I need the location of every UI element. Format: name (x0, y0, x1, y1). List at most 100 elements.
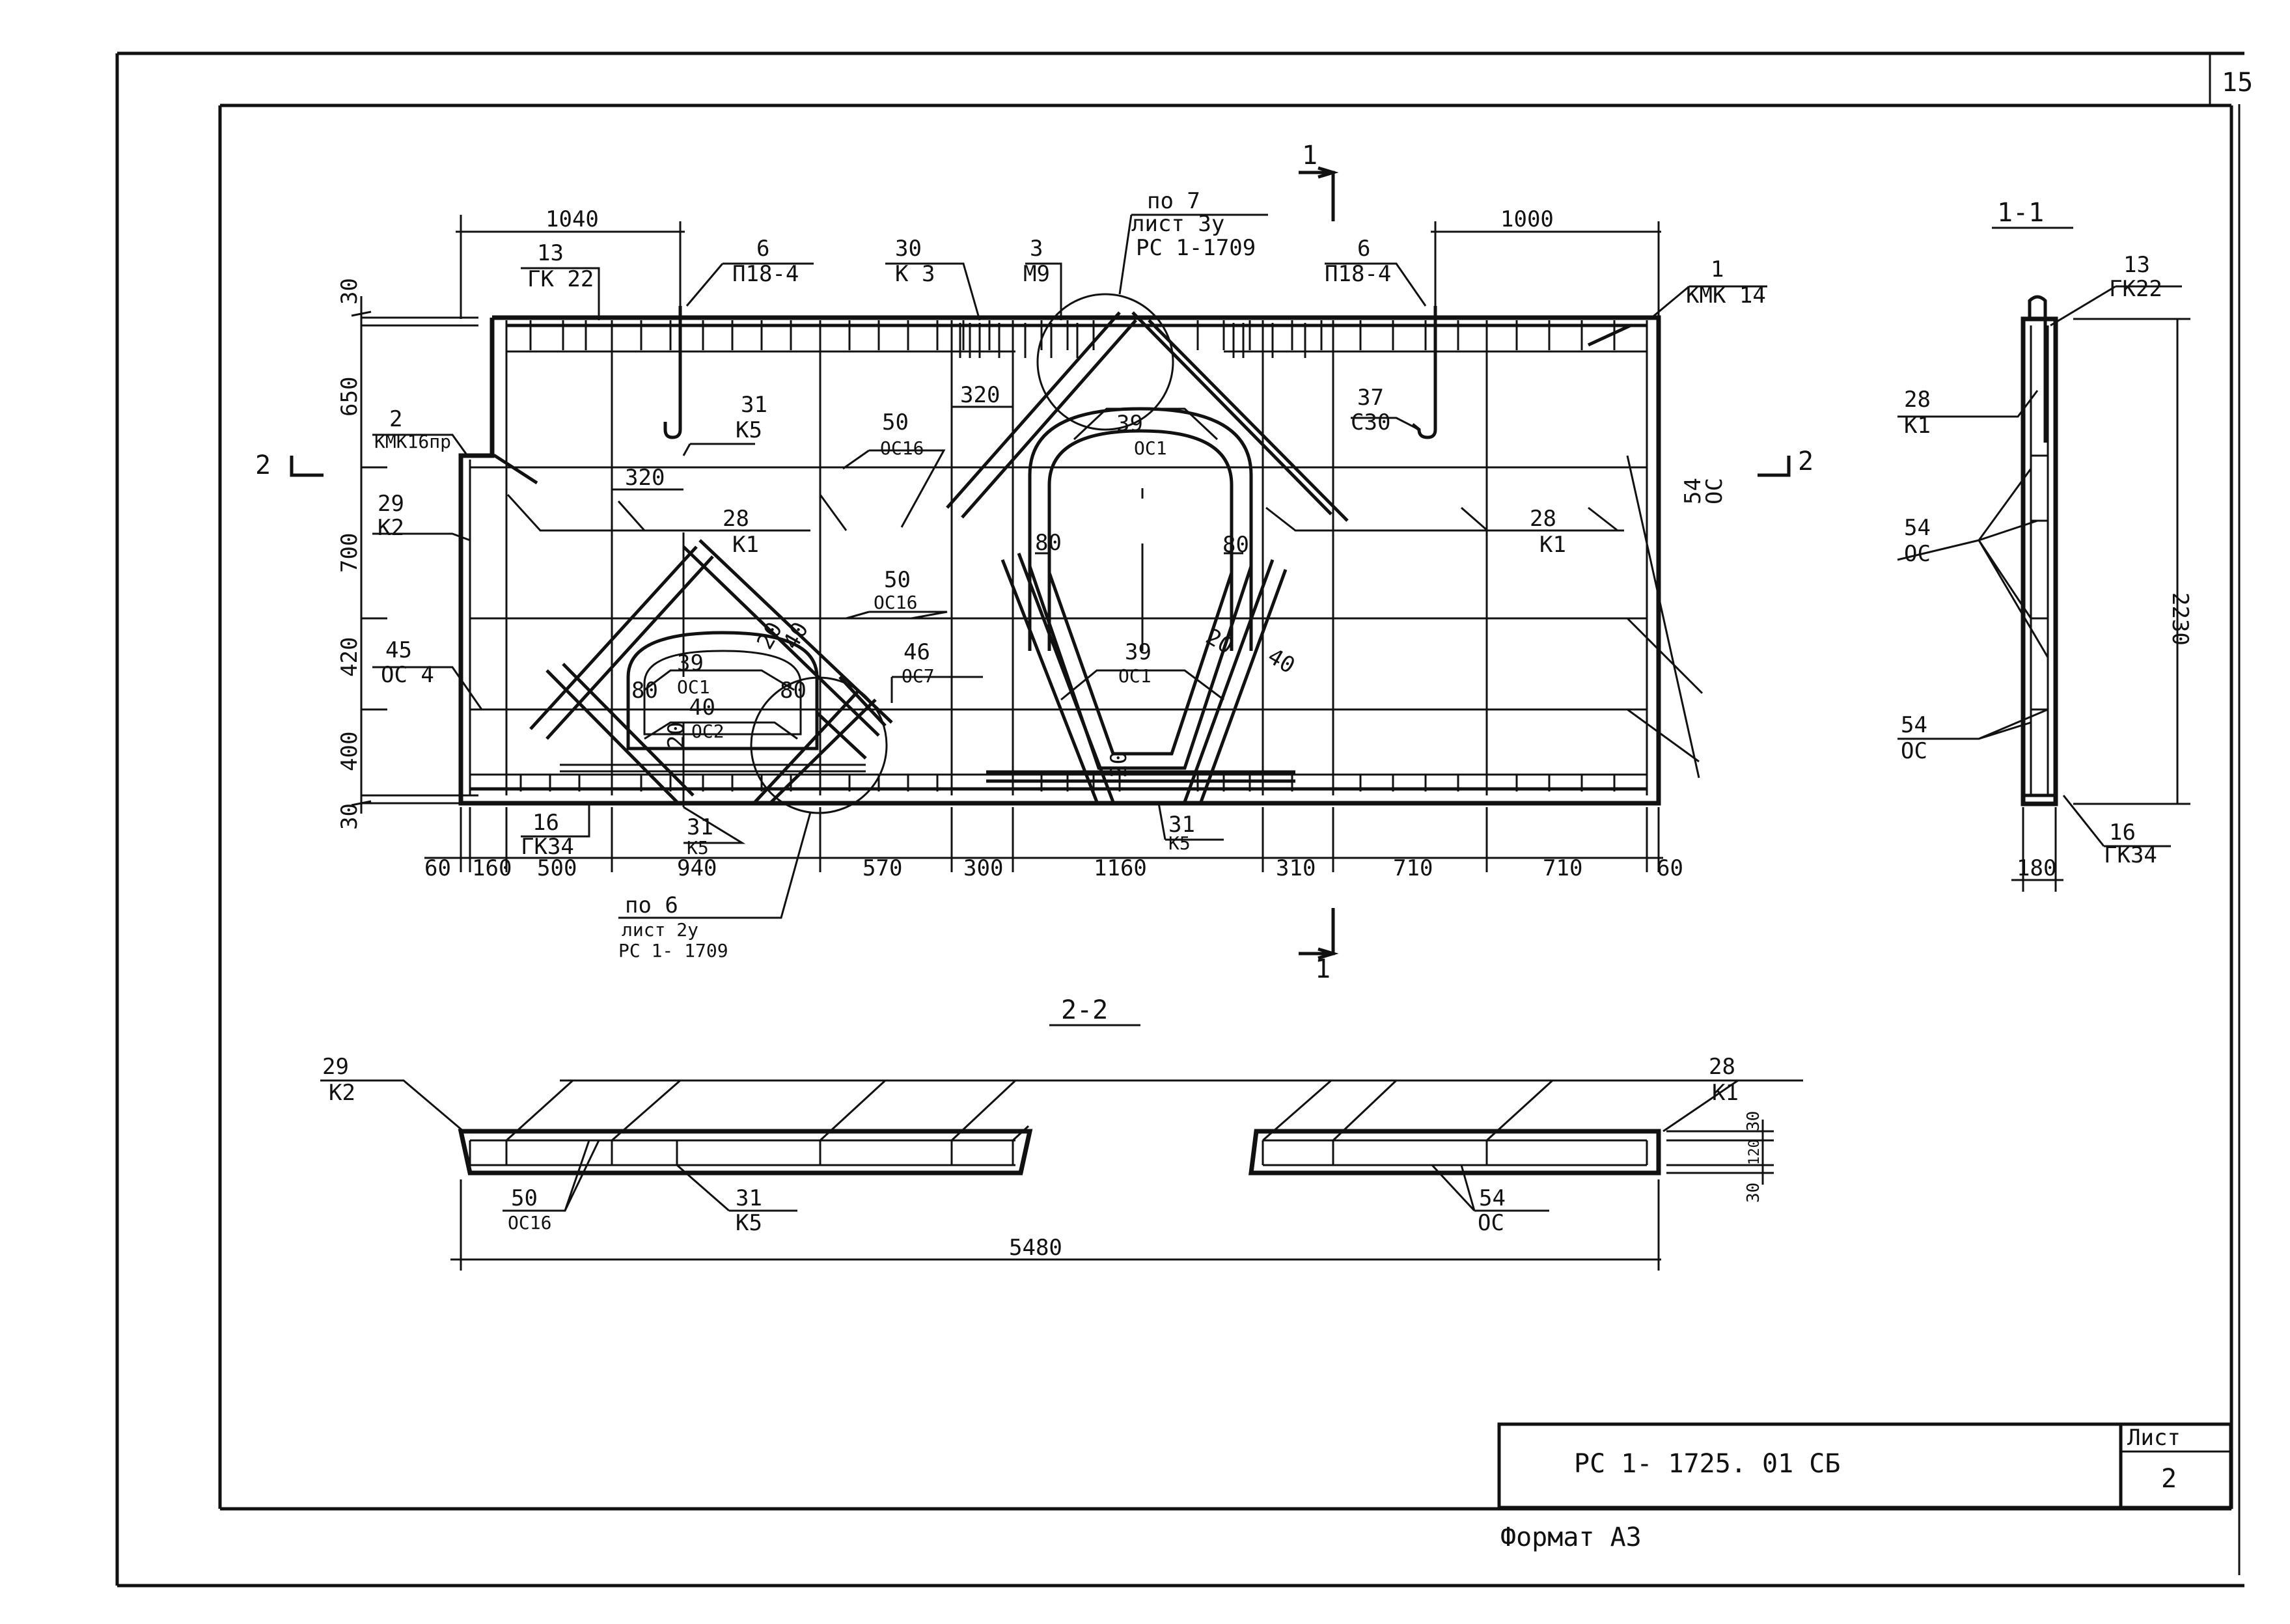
dim-inner-320b: 320 (960, 382, 1000, 408)
dim-bottom-5: 570 (862, 855, 902, 881)
svg-text:К1: К1 (1904, 413, 1931, 439)
section-1-bottom-label: 1 (1315, 954, 1331, 984)
dim-left-2: 650 (337, 377, 363, 417)
svg-text:ОС16: ОС16 (880, 437, 924, 459)
svg-text:лист 2у: лист 2у (622, 919, 698, 941)
dim-bottom-6: 300 (963, 855, 1003, 881)
dim-bottom-8: 310 (1276, 855, 1316, 881)
svg-text:28: 28 (723, 506, 749, 532)
svg-text:лист 3у: лист 3у (1131, 211, 1224, 237)
section-1-1 (1897, 227, 2190, 892)
section-2-left-label: 2 (255, 450, 271, 480)
svg-text:3: 3 (1030, 236, 1043, 262)
svg-text:ОС16: ОС16 (874, 592, 917, 613)
dim-bottom-9: 710 (1393, 855, 1433, 881)
svg-text:40: 40 (689, 695, 715, 721)
svg-text:К 3: К 3 (895, 261, 935, 287)
svg-text:РС 1-1709: РС 1-1709 (1136, 235, 1256, 261)
section-2-right-label: 2 (1798, 447, 1814, 476)
leader-lines (372, 213, 1767, 919)
dim-inner-80b: 80 (1222, 532, 1249, 558)
svg-text:39: 39 (1125, 639, 1152, 665)
svg-text:ОС1: ОС1 (677, 676, 710, 698)
svg-text:39: 39 (677, 650, 704, 676)
dim-left-1: 30 (337, 278, 363, 305)
svg-text:1: 1 (1711, 256, 1724, 282)
dim-inner-40a: 40 (778, 618, 814, 654)
svg-text:46: 46 (904, 639, 930, 665)
view-2-2-title: 2-2 (1061, 995, 1108, 1025)
svg-text:К5: К5 (687, 837, 709, 859)
svg-text:КМК16пр: КМК16пр (374, 431, 451, 452)
svg-text:К5: К5 (1168, 833, 1191, 854)
dim-left-3: 700 (337, 533, 363, 573)
svg-text:54: 54 (1901, 712, 1927, 738)
svg-text:М9: М9 (1023, 261, 1050, 287)
svg-text:ОС: ОС (1904, 541, 1931, 567)
svg-text:ОС7: ОС7 (902, 665, 935, 687)
svg-text:П18-4: П18-4 (732, 261, 799, 287)
sheet-frame (115, 51, 2244, 1588)
svg-text:54: 54 (1479, 1185, 1506, 1211)
dim-top-left: 1040 (545, 206, 599, 232)
dim-inner-320a: 320 (625, 465, 665, 491)
svg-text:К5: К5 (736, 417, 762, 443)
dim-s22-side-2: 120 (1746, 1139, 1763, 1165)
svg-text:37: 37 (1357, 385, 1384, 411)
svg-text:по 7: по 7 (1147, 188, 1200, 214)
svg-text:54: 54 (1680, 478, 1706, 504)
svg-text:ОС: ОС (1478, 1210, 1504, 1236)
sheet-label: Лист (2127, 1425, 2181, 1451)
svg-text:50: 50 (882, 409, 909, 435)
svg-text:РС 1- 1709: РС 1- 1709 (618, 940, 728, 961)
svg-text:К1: К1 (1712, 1080, 1739, 1106)
svg-text:30: 30 (895, 236, 922, 262)
dim-inner-20d: 20 (663, 722, 689, 749)
svg-text:К1: К1 (1539, 532, 1566, 558)
svg-text:С30: С30 (1351, 409, 1390, 435)
svg-text:16: 16 (2109, 819, 2136, 846)
svg-text:6: 6 (756, 236, 769, 262)
svg-text:К2: К2 (329, 1080, 355, 1106)
dim-s11-height: 2230 (2167, 592, 2193, 646)
svg-text:13: 13 (537, 240, 564, 266)
dim-bottom-4: 940 (677, 855, 717, 881)
svg-text:54: 54 (1904, 515, 1931, 541)
svg-text:13: 13 (2123, 252, 2150, 278)
svg-text:28: 28 (1530, 506, 1556, 532)
label-30-k3: 30К 3 (895, 236, 935, 287)
section-marks (290, 166, 1791, 960)
dim-left-6: 30 (337, 803, 363, 830)
dim-left-5: 400 (337, 732, 363, 771)
svg-text:28: 28 (1709, 1054, 1735, 1080)
svg-text:45: 45 (385, 637, 412, 663)
dim-inner-40b: 40 (1263, 643, 1299, 679)
svg-text:ОС 4: ОС 4 (381, 662, 434, 688)
svg-text:К2: К2 (378, 515, 404, 541)
dim-bottom-11: 60 (1657, 855, 1683, 881)
label-3-m9: 3М9 (1023, 236, 1050, 287)
